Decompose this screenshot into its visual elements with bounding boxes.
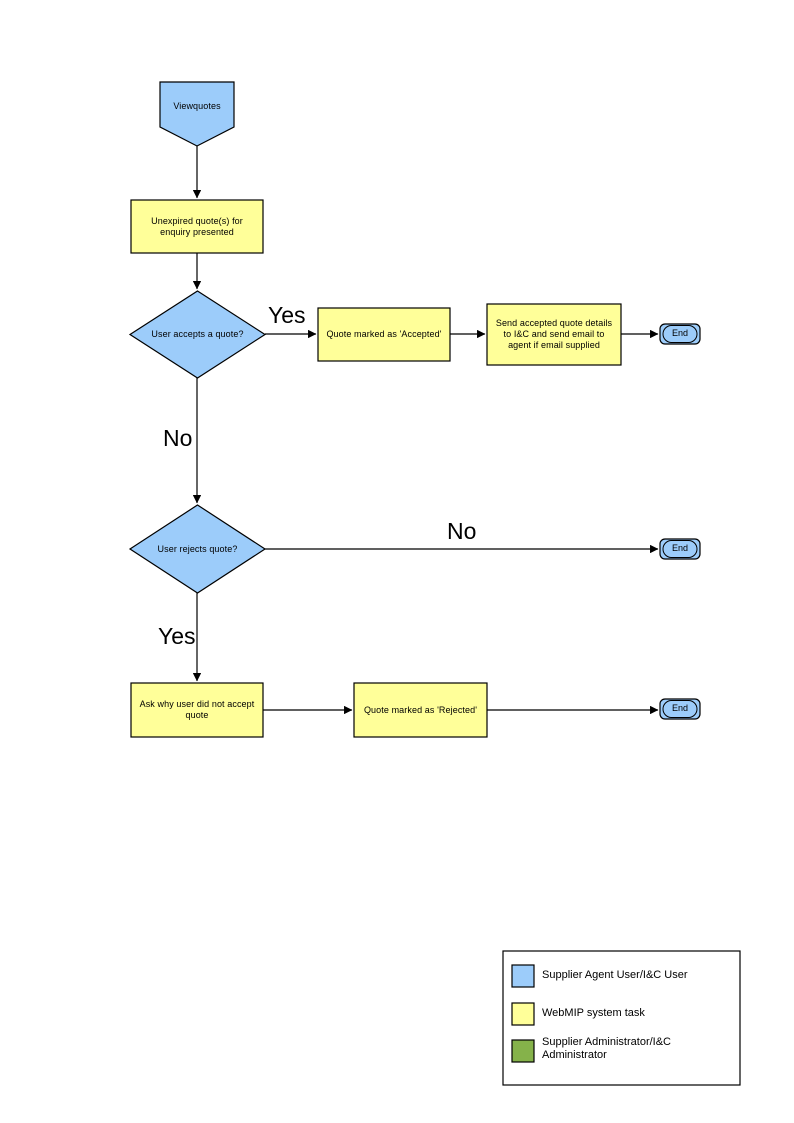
- node-end-terminator-2-label: End: [671, 543, 688, 553]
- node-end-terminator-1-label: End: [671, 328, 688, 338]
- edge-label-yes-rejects: Yes: [158, 623, 196, 649]
- legend-label-actor: Supplier Agent User/I&C User: [542, 969, 688, 981]
- node-decision-user-rejects[interactable]: [128, 504, 267, 594]
- legend-swatch-admin: [511, 1039, 535, 1063]
- node-send-accepted-details[interactable]: [486, 303, 622, 366]
- edge-label-no-accepts: No: [163, 425, 193, 451]
- edge-label-yes-accepts: Yes: [268, 302, 306, 328]
- legend-label-admin: Supplier Administrator/I&C Administrator: [542, 1036, 671, 1061]
- legend-swatch-system: [511, 1002, 535, 1026]
- node-end-terminator-3[interactable]: [659, 698, 701, 720]
- edge-label-no-rejects: No: [447, 518, 477, 544]
- node-end-terminator-1[interactable]: [659, 323, 701, 345]
- node-end-terminator-2[interactable]: [659, 538, 701, 560]
- node-end-terminator-3-label: End: [671, 703, 688, 713]
- legend-label-system: WebMIP system task: [542, 1007, 645, 1019]
- node-unexpired-quotes[interactable]: [130, 199, 264, 254]
- node-quote-marked-rejected[interactable]: [353, 682, 488, 738]
- node-quote-marked-accepted[interactable]: [317, 307, 451, 362]
- node-ask-why-not-accepted[interactable]: [130, 682, 264, 738]
- legend-swatch-actor: [511, 964, 535, 988]
- legend-box: [502, 950, 741, 1086]
- node-decision-user-accepts[interactable]: [128, 290, 267, 379]
- node-start-viewquotes[interactable]: [159, 81, 235, 147]
